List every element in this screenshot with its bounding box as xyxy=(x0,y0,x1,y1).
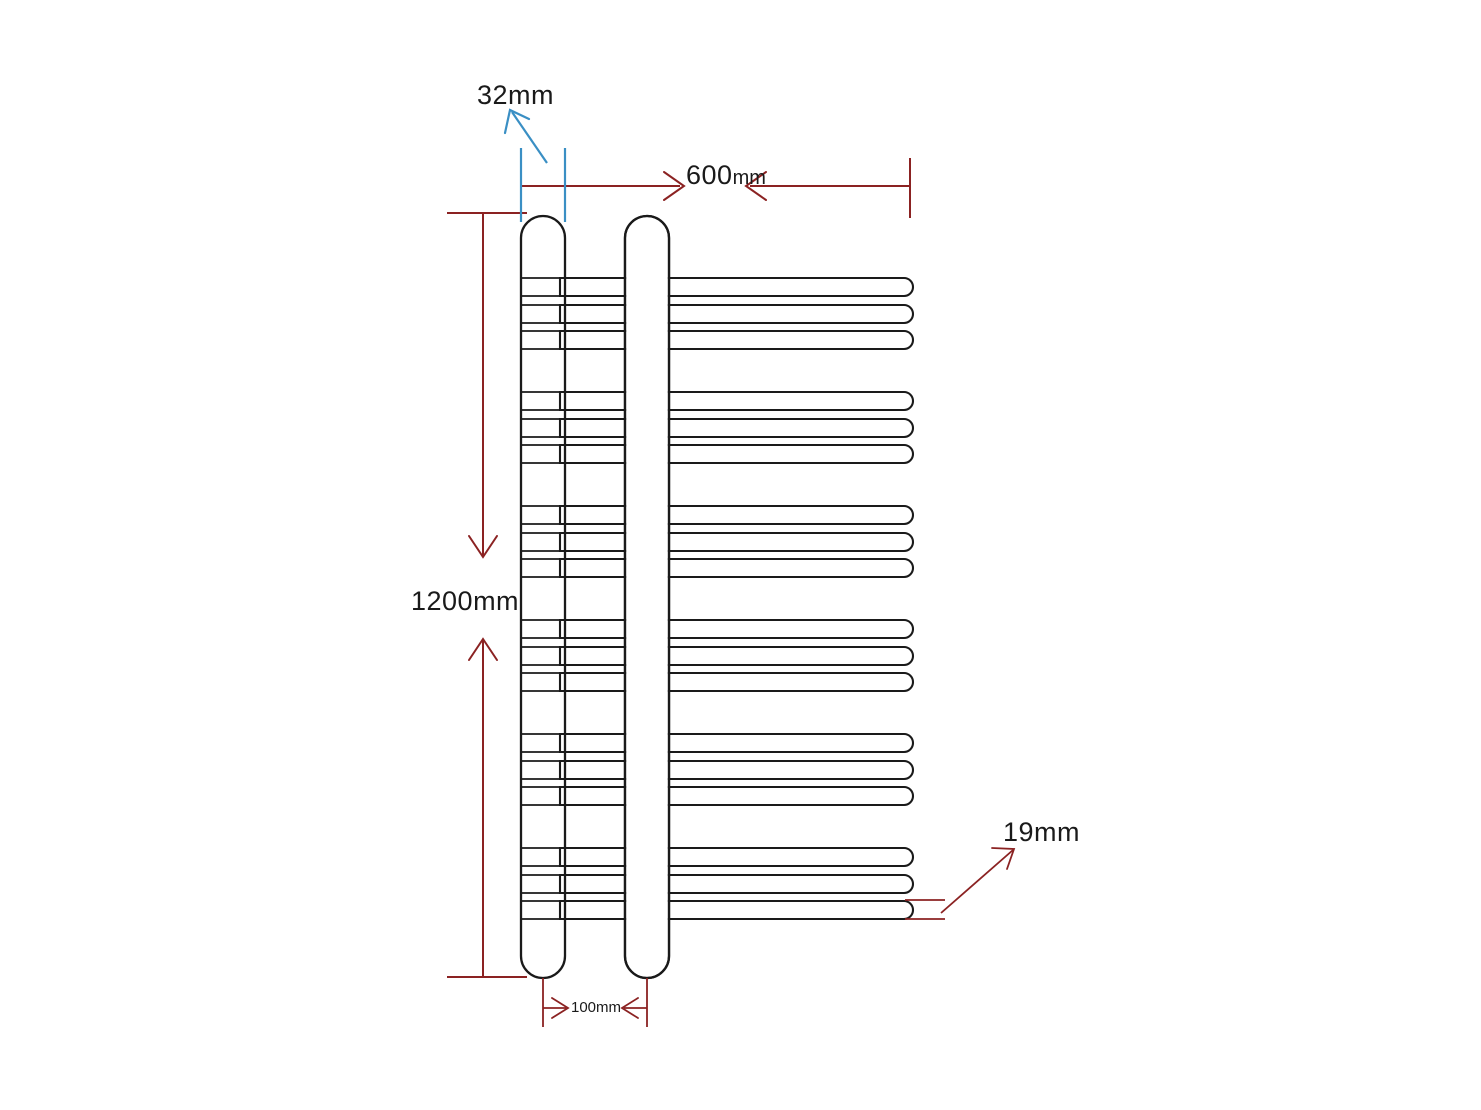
dimension-label-600mm: 600mm xyxy=(686,160,766,191)
arrowhead-600-left xyxy=(663,171,686,201)
dimension-unit-600: mm xyxy=(732,167,766,189)
highlight-32mm xyxy=(519,148,567,222)
arrowhead-19 xyxy=(991,847,1016,870)
dimension-value-600: 600 xyxy=(686,160,733,190)
arrowhead-1200-up xyxy=(468,637,498,661)
arrowhead-100-left xyxy=(551,997,570,1019)
dimension-label-19mm: 19mm xyxy=(1003,817,1081,847)
rung-lines-through-left-rail xyxy=(567,277,632,920)
dimension-label-100mm: 100mm xyxy=(571,999,622,1016)
rail-right-fill xyxy=(626,217,668,977)
arrowhead-1200-down xyxy=(468,535,498,559)
arrowhead-600-right xyxy=(744,171,767,201)
leader-line-19 xyxy=(940,849,1014,914)
leader-line-32 xyxy=(511,111,548,164)
leader-32mm xyxy=(503,108,548,164)
dimension-label-1200mm: 1200mm xyxy=(411,586,520,616)
arrowhead-100-right xyxy=(620,997,639,1019)
rung-group xyxy=(558,276,915,921)
dimension-100mm xyxy=(542,978,648,1027)
leader-19mm xyxy=(905,847,1016,920)
dimension-1200mm xyxy=(447,212,527,978)
rung-lines-inside-left-rail xyxy=(521,277,565,920)
dimension-label-32mm: 32mm xyxy=(477,80,555,110)
arrowhead-32 xyxy=(503,108,531,135)
